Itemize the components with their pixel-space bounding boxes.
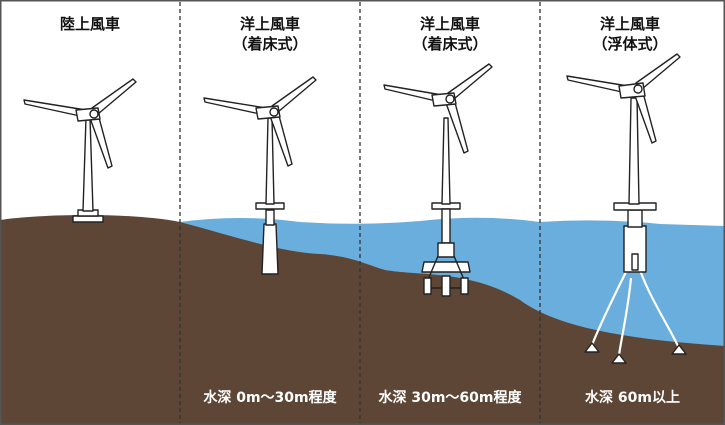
monopile-foundation — [261, 223, 279, 275]
mooring-line-center — [617, 277, 633, 356]
anchor-center — [611, 353, 627, 364]
jacket-center-column — [437, 242, 455, 258]
panel-1-title: 陸上風車 — [20, 14, 160, 34]
onshore-foundation — [72, 215, 104, 223]
jacket-frame — [421, 261, 471, 273]
panel-3-depth-label: 水深 30m〜60m程度 — [378, 390, 522, 406]
floating-turbine — [566, 53, 687, 364]
anchor-left — [584, 342, 600, 353]
mooring-line-left — [590, 271, 627, 346]
mooring-line-right — [638, 269, 679, 347]
panel-4-title-main: 洋上風車 — [599, 15, 660, 33]
panel-2-depth-label: 水深 0m〜30m程度 — [203, 390, 337, 406]
panel-4-title-sub: （浮体式） — [592, 35, 668, 53]
panel-4-title: 洋上風車 （浮体式） — [560, 14, 700, 54]
jacket-hub — [445, 94, 455, 104]
onshore-blade-down — [89, 113, 113, 169]
anchor-right — [671, 344, 687, 355]
jacket-tower — [441, 117, 451, 205]
panel-1-title-main: 陸上風車 — [59, 15, 120, 33]
onshore-tower — [82, 117, 94, 212]
onshore-turbine — [23, 78, 137, 223]
monopile-tower — [265, 117, 275, 205]
panel-2-title: 洋上風車 （着床式） — [200, 14, 340, 54]
floating-hub — [633, 84, 643, 94]
panel-4-depth-label: 水深 60m以上 — [585, 390, 680, 406]
monopile-hub — [269, 107, 279, 117]
floating-tower — [628, 97, 640, 205]
onshore-hub — [89, 109, 99, 119]
panel-3-title-main: 洋上風車 — [419, 15, 480, 33]
floating-blade-left — [566, 75, 629, 93]
panel-3-title-sub: （着床式） — [412, 35, 488, 53]
panel-2-title-sub: （着床式） — [232, 35, 308, 53]
panel-2-title-main: 洋上風車 — [239, 15, 300, 33]
monopile-turbine — [203, 76, 317, 275]
jacket-turbine — [383, 63, 493, 297]
ground — [0, 215, 725, 425]
panel-3-title: 洋上風車 （着床式） — [380, 14, 520, 54]
